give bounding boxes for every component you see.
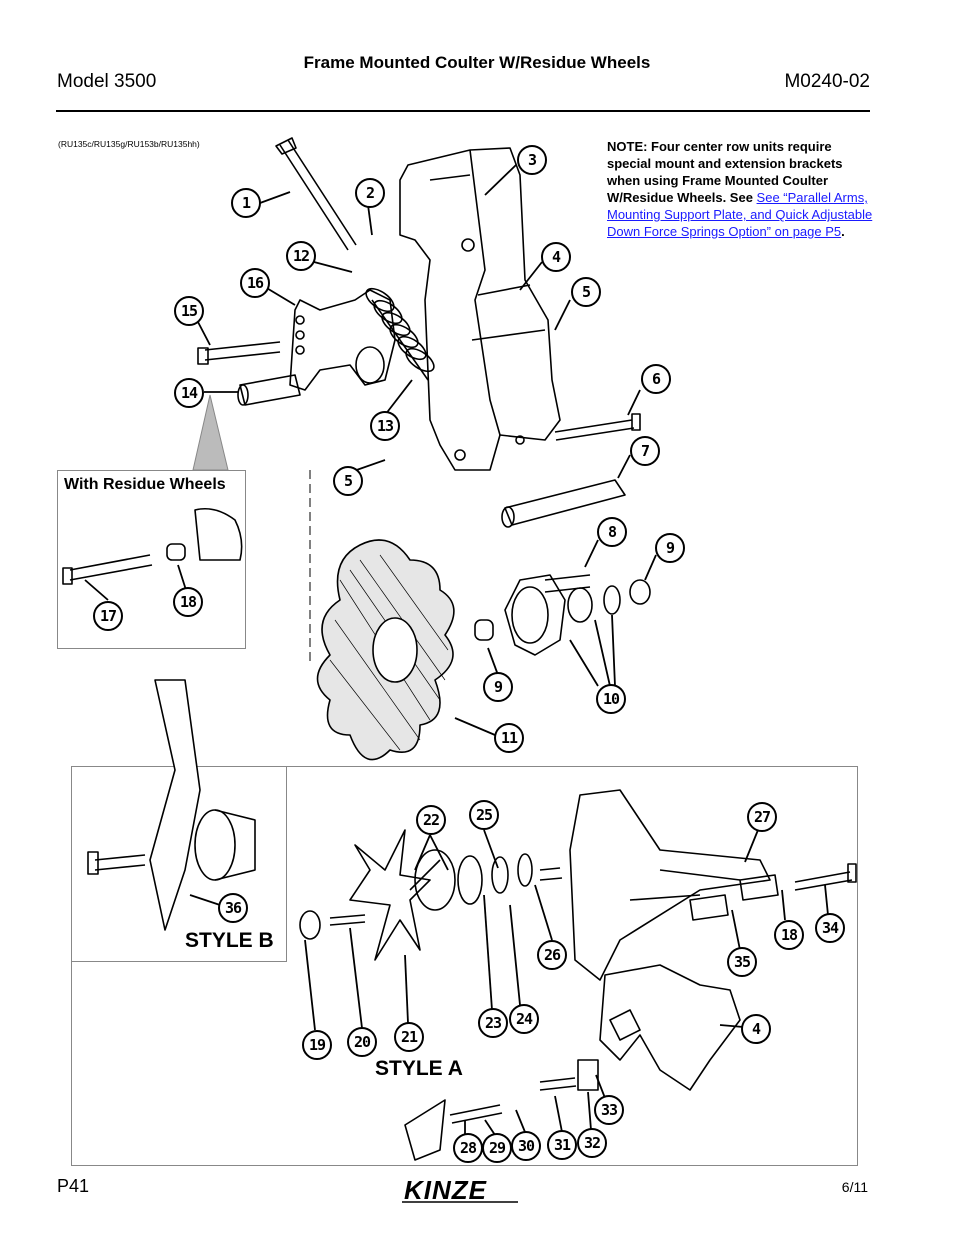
callout-18b: 18 (774, 920, 804, 950)
callout-30: 30 (511, 1131, 541, 1161)
callout-29: 29 (482, 1133, 512, 1163)
page-section-title: Frame Mounted Coulter W/Residue Wheels (303, 53, 651, 72)
callout-26: 26 (537, 940, 567, 970)
manual-code: M0240-02 (784, 71, 870, 92)
coulter-hub-part (504, 574, 566, 656)
note-block: NOTE: Four center row units require spec… (607, 138, 875, 240)
reference-codes: (RU135c/RU135g/RU153b/RU135hh) (58, 139, 200, 149)
style-b-label: STYLE B (185, 929, 274, 952)
callout-2: 2 (355, 178, 385, 208)
callout-4b: 4 (741, 1014, 771, 1044)
callout-27: 27 (747, 802, 777, 832)
callout-25: 25 (469, 800, 499, 830)
callout-12: 12 (286, 241, 316, 271)
coulter-arm-part (289, 289, 396, 391)
callout-13: 13 (370, 411, 400, 441)
callout-31: 31 (547, 1130, 577, 1160)
page-number: P41 (57, 1176, 90, 1196)
callout-4: 4 (541, 242, 571, 272)
residue-wheels-label: With Residue Wheels (64, 476, 226, 493)
callout-11: 11 (494, 723, 524, 753)
inset-pointer (192, 394, 229, 471)
mount-bracket-part (399, 147, 561, 471)
kinze-logo: KINZE (402, 1175, 518, 1205)
note-end: . (841, 224, 845, 239)
style-a-label: STYLE A (375, 1057, 463, 1080)
callout-32: 32 (577, 1128, 607, 1158)
model-label: Model 3500 (57, 71, 157, 92)
callout-17: 17 (93, 601, 123, 631)
callout-20: 20 (347, 1027, 377, 1057)
callout-15: 15 (174, 296, 204, 326)
kinze-logo-text: KINZE (404, 1175, 487, 1205)
callout-5: 5 (571, 277, 601, 307)
callout-9b: 9 (483, 672, 513, 702)
callout-1: 1 (231, 188, 261, 218)
callout-14: 14 (174, 378, 204, 408)
callout-22: 22 (416, 805, 446, 835)
callout-3: 3 (517, 145, 547, 175)
callout-21: 21 (394, 1022, 424, 1052)
callout-8: 8 (597, 517, 627, 547)
callout-36: 36 (218, 893, 248, 923)
callout-34: 34 (815, 913, 845, 943)
down-force-spring-part (365, 287, 435, 381)
note-text: NOTE: Four center row units require spec… (607, 139, 843, 205)
callout-35: 35 (727, 947, 757, 977)
callout-19: 19 (302, 1030, 332, 1060)
callout-7: 7 (630, 436, 660, 466)
header-divider (56, 110, 870, 112)
callout-10: 10 (596, 684, 626, 714)
callout-6: 6 (641, 364, 671, 394)
callout-28: 28 (453, 1133, 483, 1163)
callout-9: 9 (655, 533, 685, 563)
callout-5b: 5 (333, 466, 363, 496)
callout-23: 23 (478, 1008, 508, 1038)
callout-33: 33 (594, 1095, 624, 1125)
revision-date: 6/11 (841, 1179, 868, 1195)
callout-24: 24 (509, 1004, 539, 1034)
parallel-arms-link[interactable]: See “Parallel Arms, Mounting Support Pla… (607, 190, 873, 239)
callout-16: 16 (240, 268, 270, 298)
callout-18: 18 (173, 587, 203, 617)
